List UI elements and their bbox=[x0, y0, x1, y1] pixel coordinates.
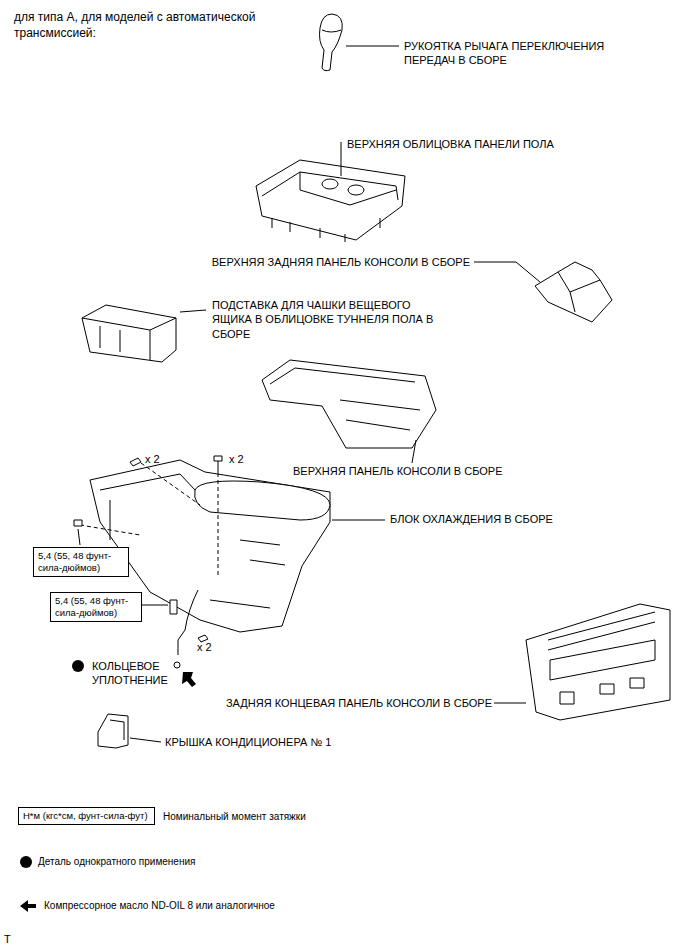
part-name: БЛОК ОХЛАЖДЕНИЯ В СБОРЕ bbox=[390, 512, 610, 526]
legend-text: Компрессорное масло ND-OIL 8 или аналоги… bbox=[44, 900, 275, 912]
shift-knob-detail bbox=[322, 30, 341, 32]
torque-value: 5,4 (55, 48 фунт-сила-дюймов) bbox=[38, 550, 124, 574]
bolt bbox=[74, 520, 82, 526]
torque-value: 5,4 (55, 48 фунт-сила-дюймов) bbox=[55, 595, 137, 619]
rear-end-detail bbox=[548, 612, 655, 704]
legend-text: Деталь однократного применения bbox=[38, 856, 195, 868]
ac-cover-detail bbox=[110, 720, 124, 740]
leader-line bbox=[346, 46, 399, 47]
part-name: РУКОЯТКА РЫЧАГА ПЕРЕКЛЮЧЕНИЯ ПЕРЕДАЧ В С… bbox=[404, 39, 624, 68]
torque-value: Н*м (кгс*см, фунт-сила-фут) bbox=[23, 810, 150, 822]
torque-box: 5,4 (55, 48 фунт-сила-дюймов) bbox=[33, 547, 129, 577]
part-name: КОЛЬЦЕВОЕ УПЛОТНЕНИЕ bbox=[92, 659, 182, 688]
rear-console-detail bbox=[558, 272, 600, 312]
one-time-part-symbol bbox=[72, 660, 84, 672]
quantity-mark: x 2 bbox=[229, 452, 259, 466]
leader-line bbox=[474, 262, 540, 282]
rear-console-panel bbox=[535, 262, 612, 322]
shift-knob bbox=[320, 14, 343, 71]
floor-panel-detail bbox=[300, 172, 396, 205]
rear-end-panel bbox=[526, 604, 670, 720]
oil-arrow bbox=[20, 900, 36, 912]
cup-holder-detail bbox=[82, 318, 176, 360]
console-upper-detail bbox=[270, 368, 420, 430]
part-name: ПОДСТАВКА ДЛЯ ЧАШКИ ВЕЩЕВОГО ЯЩИКА В ОБЛ… bbox=[212, 298, 452, 341]
page-heading: для типа А, для моделей с автоматической… bbox=[14, 10, 304, 41]
cup-holder bbox=[82, 305, 176, 362]
part-name: ЗАДНЯЯ КОНЦЕВАЯ ПАНЕЛЬ КОНСОЛИ В СБОРЕ bbox=[210, 696, 492, 710]
o-ring bbox=[174, 662, 180, 668]
legend-torque-box: Н*м (кгс*см, фунт-сила-фут) bbox=[18, 807, 155, 825]
part-name: ВЕРХНЯЯ ОБЛИЦОВКА ПАНЕЛИ ПОЛА bbox=[347, 137, 597, 151]
part-name: T bbox=[4, 932, 24, 946]
console-upper-panel bbox=[262, 360, 436, 448]
ac-cover bbox=[98, 714, 128, 748]
armrest bbox=[195, 481, 330, 520]
bolt bbox=[170, 600, 177, 614]
leader-line bbox=[332, 520, 385, 521]
bolt bbox=[198, 635, 208, 642]
leader-line bbox=[180, 310, 206, 312]
floor-panel-knob bbox=[348, 185, 364, 195]
bolt bbox=[130, 458, 141, 466]
part-name: ВЕРХНЯЯ ПАНЕЛЬ КОНСОЛИ В СБОРЕ bbox=[293, 464, 533, 478]
floor-panel-knob bbox=[322, 179, 338, 189]
leader-line bbox=[78, 529, 80, 545]
quantity-mark: x 2 bbox=[145, 452, 175, 466]
floor-panel-tabs bbox=[272, 218, 380, 242]
part-name: КРЫШКА КОНДИЦИОНЕРА № 1 bbox=[165, 735, 365, 749]
leader-line bbox=[141, 605, 168, 606]
cooling-unit-detail bbox=[100, 474, 285, 608]
leader-line bbox=[130, 738, 161, 742]
leader-line bbox=[412, 440, 416, 463]
part-name: ВЕРХНЯЯ ЗАДНЯЯ ПАНЕЛЬ КОНСОЛИ В СБОРЕ bbox=[200, 255, 470, 269]
leader-line bbox=[494, 703, 526, 704]
torque-box: 5,4 (55, 48 фунт-сила-дюймов) bbox=[50, 592, 142, 622]
cooler-pipe bbox=[178, 590, 198, 655]
bolt bbox=[214, 456, 222, 473]
oil-arrow bbox=[182, 672, 196, 687]
legend-text: Номинальный момент затяжки bbox=[163, 811, 306, 823]
one-time-part-symbol bbox=[20, 856, 32, 868]
floor-panel-cover bbox=[256, 160, 405, 240]
leader-line bbox=[341, 142, 342, 176]
quantity-mark: x 2 bbox=[197, 640, 227, 654]
